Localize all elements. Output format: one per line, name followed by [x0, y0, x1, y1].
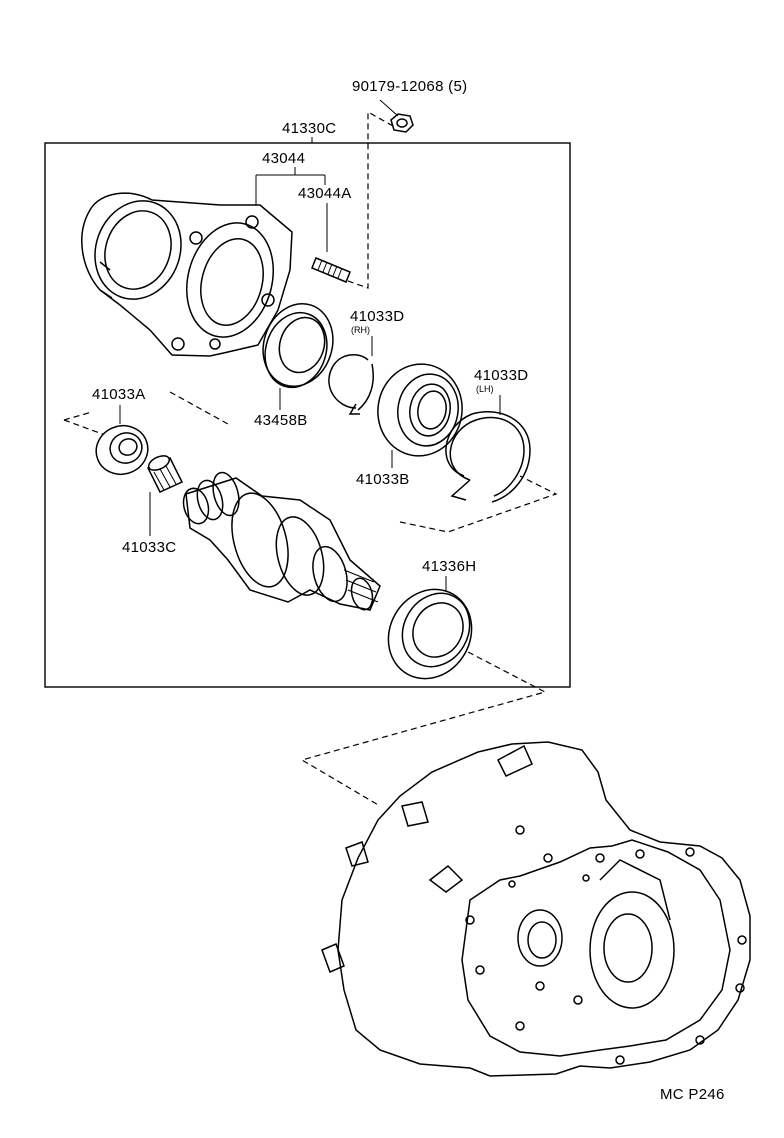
bearing-part — [377, 363, 463, 457]
label-seal-outer: 41336H — [422, 558, 476, 575]
label-bearing-small: 41033A — [92, 386, 146, 403]
transaxle-case-part — [321, 741, 751, 1077]
oil-seal-part — [262, 302, 334, 389]
bearing-small-part — [95, 425, 149, 475]
label-bearing: 41033B — [356, 471, 410, 488]
snap-ring-lh-part — [445, 411, 531, 503]
label-snap-ring-lh: 41033D — [474, 367, 528, 384]
label-snap-ring-rh: 41033D — [350, 308, 404, 325]
intermediate-shaft-part — [182, 471, 381, 611]
snap-ring-rh-part — [328, 354, 374, 415]
label-case: 43044 — [262, 150, 305, 167]
stud-part — [311, 257, 351, 283]
footer-code: MC P246 — [660, 1086, 725, 1103]
bolt-part — [379, 99, 414, 133]
label-bolt: 90179-12068 (5) — [352, 78, 467, 95]
label-needle-bearing: 41033C — [122, 539, 176, 556]
label-snap-ring-rh-side: (RH) — [351, 325, 370, 335]
label-stud: 43044A — [298, 185, 352, 202]
label-oil-seal: 43458B — [254, 412, 308, 429]
label-snap-ring-lh-side: (LH) — [476, 384, 494, 394]
case-housing — [81, 192, 293, 357]
guide-lines — [63, 110, 558, 807]
needle-bearing-part — [146, 455, 184, 493]
assembly-frame — [44, 142, 571, 688]
seal-outer-part — [387, 588, 473, 680]
label-assembly: 41330C — [282, 120, 336, 137]
